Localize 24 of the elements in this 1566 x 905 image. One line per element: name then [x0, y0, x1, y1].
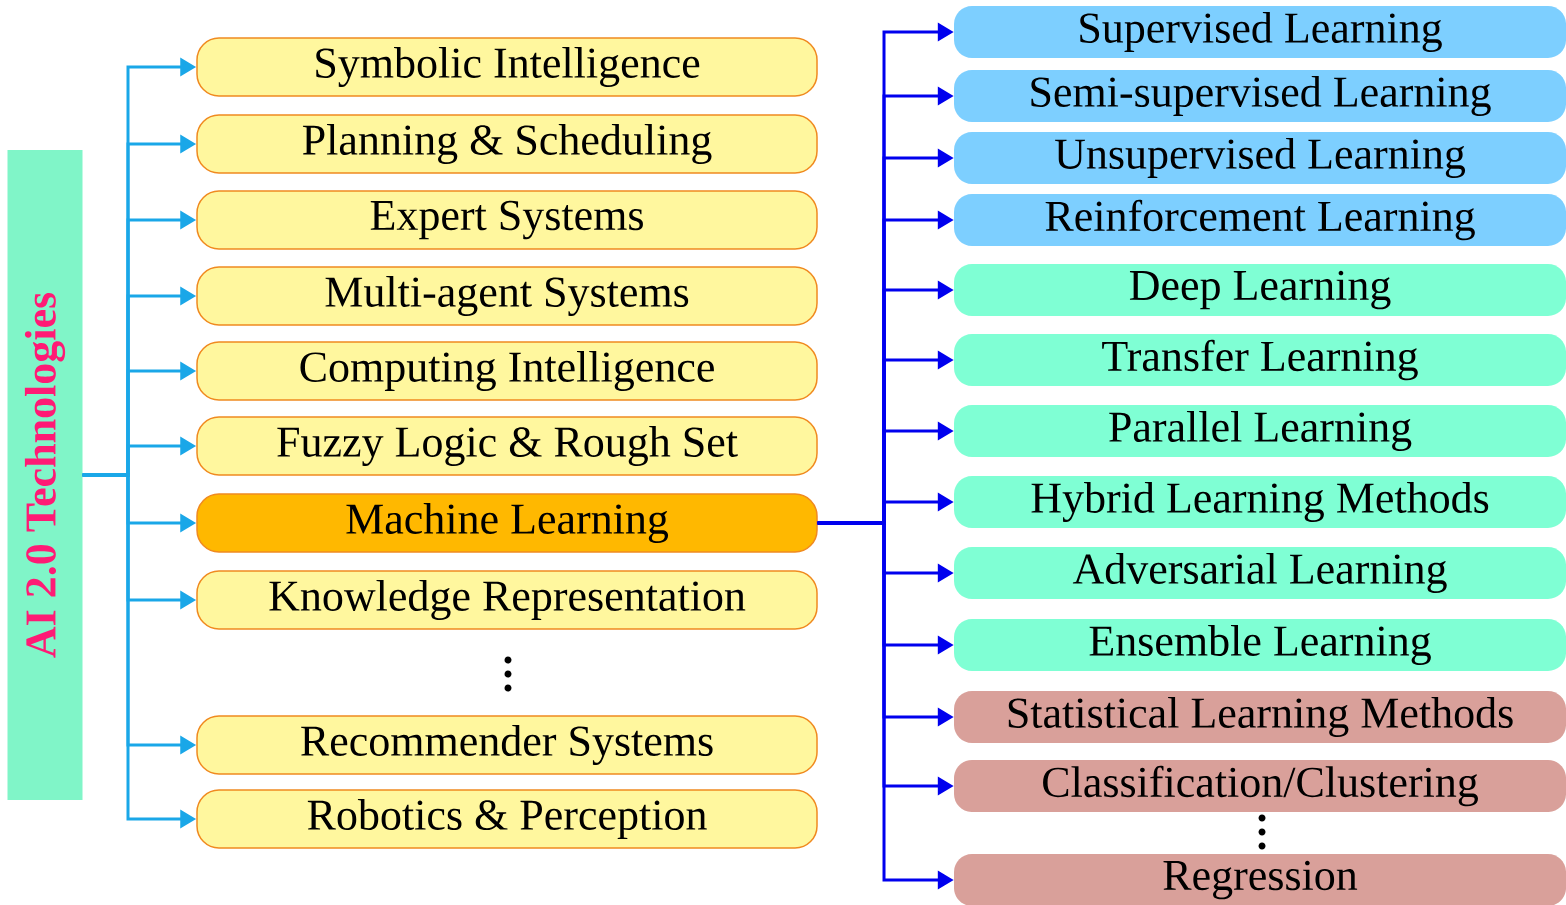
category-band: AI 2.0 Technologies	[7, 150, 83, 800]
topic-box: Recommender Systems	[196, 715, 818, 775]
topic-box: Regression	[954, 854, 1566, 905]
topic-box: Robotics & Perception	[196, 789, 818, 849]
topic-box: Transfer Learning	[954, 334, 1566, 386]
topic-box: Multi-agent Systems	[196, 266, 818, 326]
topic-box: Statistical Learning Methods	[954, 691, 1566, 743]
topic-box: Symbolic Intelligence	[196, 37, 818, 97]
topic-box: Reinforcement Learning	[954, 194, 1566, 246]
topic-box: Expert Systems	[196, 190, 818, 250]
topic-box: Fuzzy Logic & Rough Set	[196, 416, 818, 476]
topic-box: Parallel Learning	[954, 405, 1566, 457]
topic-box: Hybrid Learning Methods	[954, 476, 1566, 528]
topic-box: Computing Intelligence	[196, 341, 818, 401]
topic-box: Semi-supervised Learning	[954, 70, 1566, 122]
topic-box: Deep Learning	[954, 264, 1566, 316]
topic-box: Unsupervised Learning	[954, 132, 1566, 184]
topic-box: Planning & Scheduling	[196, 114, 818, 174]
topic-box: Knowledge Representation	[196, 570, 818, 630]
topic-box: Adversarial Learning	[954, 547, 1566, 599]
topic-box: Ensemble Learning	[954, 619, 1566, 671]
topic-box: Supervised Learning	[954, 6, 1566, 58]
topic-box: Machine Learning	[196, 493, 818, 553]
topic-box: Classification/Clustering	[954, 760, 1566, 812]
